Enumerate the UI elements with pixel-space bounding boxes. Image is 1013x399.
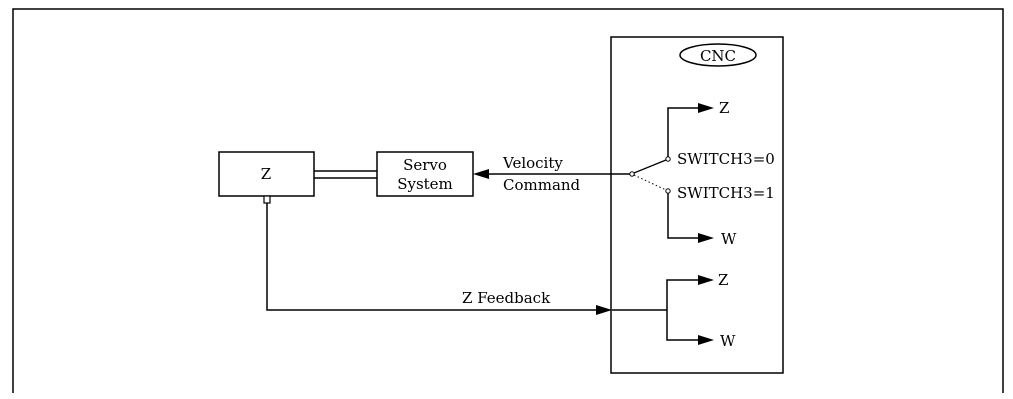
switch-pivot: [629, 171, 635, 177]
servo-system-block: Servo System: [376, 151, 474, 197]
feedback-split: [612, 275, 714, 345]
feedback-arrowhead: [596, 305, 612, 315]
switch-contact-1: [665, 188, 671, 194]
velocity-label-line2: Command: [503, 176, 581, 194]
feedback-output-w: W: [720, 332, 736, 350]
servo-label-line1: Servo: [403, 156, 447, 174]
page-frame: [12, 8, 1004, 393]
feedback-label: Z Feedback: [462, 289, 551, 307]
switch: [629, 103, 714, 243]
velocity-label-line1: Velocity: [502, 154, 563, 172]
feedback-z-arrowhead: [698, 275, 714, 285]
switch-output-z: Z: [719, 99, 729, 117]
feedback-output-z: Z: [718, 271, 728, 289]
feedback-tap: [263, 195, 271, 204]
feedback-line: [263, 195, 612, 315]
mechanical-link: [314, 170, 377, 179]
feedback-w-arrowhead: [698, 335, 714, 345]
switch-z-arrowhead: [698, 103, 714, 113]
switch-state-1-label: SWITCH3=1: [677, 184, 775, 202]
switch-contact-0: [665, 156, 671, 162]
cnc-box: CNC: [610, 36, 784, 374]
axis-block: Z: [218, 151, 315, 197]
cnc-title-oval: [679, 43, 757, 67]
switch-w-arrowhead: [698, 233, 714, 243]
axis-block-label: Z: [261, 165, 271, 183]
cnc-title: CNC: [700, 47, 736, 65]
servo-label-line2: System: [397, 175, 453, 193]
velocity-command-line: [473, 169, 630, 179]
switch-state-0-label: SWITCH3=0: [677, 150, 775, 168]
switch-output-w: W: [721, 230, 737, 248]
velocity-arrowhead: [473, 169, 489, 179]
